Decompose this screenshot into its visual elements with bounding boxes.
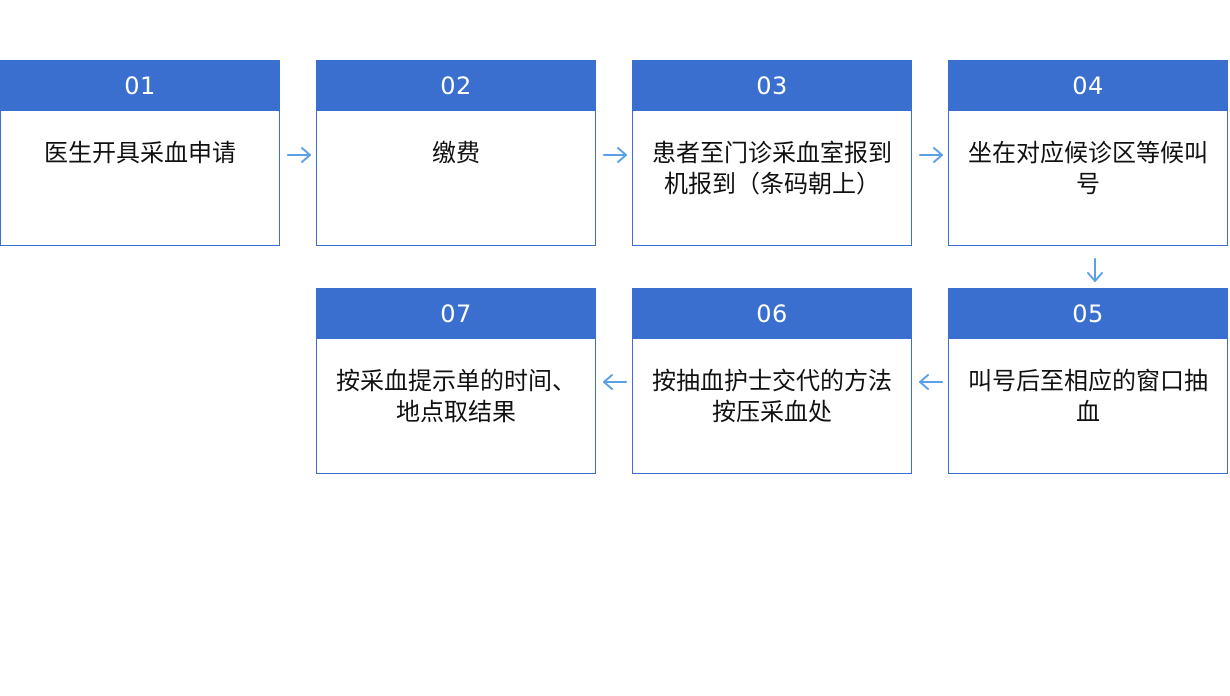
step-03-number: 03 — [633, 61, 911, 111]
step-01-box: 01 医生开具采血申请 — [0, 60, 280, 246]
arrow-down-icon — [1087, 258, 1103, 282]
step-02-text: 缴费 — [432, 139, 480, 167]
step-07-number: 07 — [317, 289, 595, 339]
step-04-number: 04 — [949, 61, 1227, 111]
step-04-text: 坐在对应候诊区等候叫号 — [968, 139, 1208, 198]
arrow-right-icon — [287, 147, 311, 163]
arrow-right-icon — [603, 147, 627, 163]
step-03-text: 患者至门诊采血室报到机报到（条码朝上） — [652, 139, 892, 198]
step-02-box: 02 缴费 — [316, 60, 596, 246]
step-06-number: 06 — [633, 289, 911, 339]
step-06-text: 按抽血护士交代的方法按压采血处 — [652, 367, 892, 426]
arrow-left-icon — [603, 374, 627, 390]
step-07-box: 07 按采血提示单的时间、地点取结果 — [316, 288, 596, 474]
arrow-right-icon — [919, 147, 943, 163]
step-05-box: 05 叫号后至相应的窗口抽血 — [948, 288, 1228, 474]
step-01-number: 01 — [1, 61, 279, 111]
step-05-number: 05 — [949, 289, 1227, 339]
step-03-box: 03 患者至门诊采血室报到机报到（条码朝上） — [632, 60, 912, 246]
step-04-box: 04 坐在对应候诊区等候叫号 — [948, 60, 1228, 246]
step-06-box: 06 按抽血护士交代的方法按压采血处 — [632, 288, 912, 474]
arrow-left-icon — [919, 374, 943, 390]
step-01-text: 医生开具采血申请 — [44, 139, 236, 167]
step-07-text: 按采血提示单的时间、地点取结果 — [336, 367, 576, 426]
step-05-text: 叫号后至相应的窗口抽血 — [968, 367, 1208, 426]
step-02-number: 02 — [317, 61, 595, 111]
